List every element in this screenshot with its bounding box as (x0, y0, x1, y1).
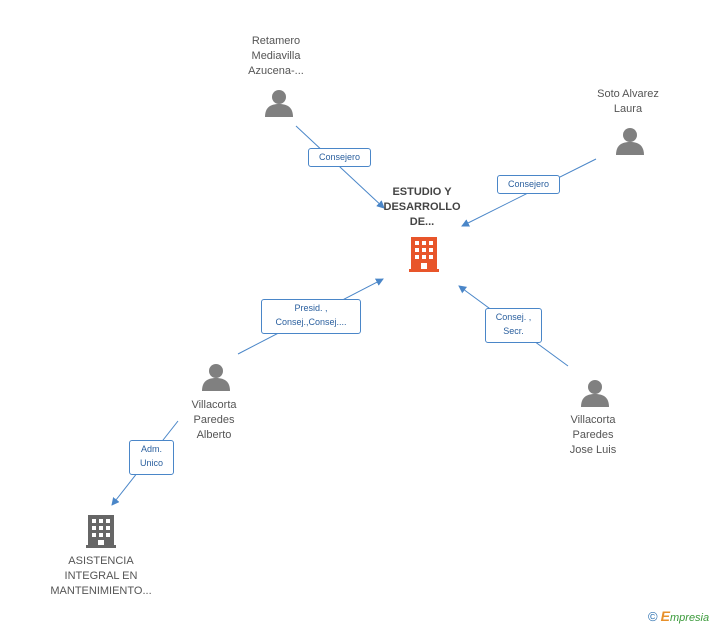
brand-name: mpresia (670, 612, 710, 624)
relation-badge-asistencia: Adm. Unico (129, 440, 174, 475)
node-label-retamero[interactable]: Retamero Mediavilla Azucena-... (248, 35, 304, 77)
empresia-logo: © Empresia (648, 608, 709, 624)
building-icon (86, 515, 116, 548)
node-label-alberto[interactable]: Villacorta Paredes Alberto (191, 399, 237, 441)
edge-retamero (295, 125, 385, 209)
relation-badge-soto: Consejero (497, 175, 560, 194)
copyright-symbol: © (648, 609, 658, 624)
person-icon (202, 364, 230, 391)
relation-badge-retamero: Consejero (308, 148, 371, 167)
node-label-soto[interactable]: Soto Alvarez Laura (597, 88, 659, 115)
node-label-main-company[interactable]: ESTUDIO Y DESARROLLO DE... (383, 186, 461, 228)
brand-initial: E (660, 608, 670, 624)
person-icon (616, 128, 644, 155)
relation-badge-alberto: Presid. , Consej.,Consej.... (261, 299, 361, 334)
person-icon (265, 90, 293, 117)
relation-badge-joseluis: Consej. , Secr. (485, 308, 542, 343)
person-icon (581, 380, 609, 407)
building-icon (409, 237, 439, 272)
node-label-joseluis[interactable]: Villacorta Paredes Jose Luis (569, 414, 617, 456)
node-label-asistencia[interactable]: ASISTENCIA INTEGRAL EN MANTENIMIENTO... (50, 555, 152, 597)
